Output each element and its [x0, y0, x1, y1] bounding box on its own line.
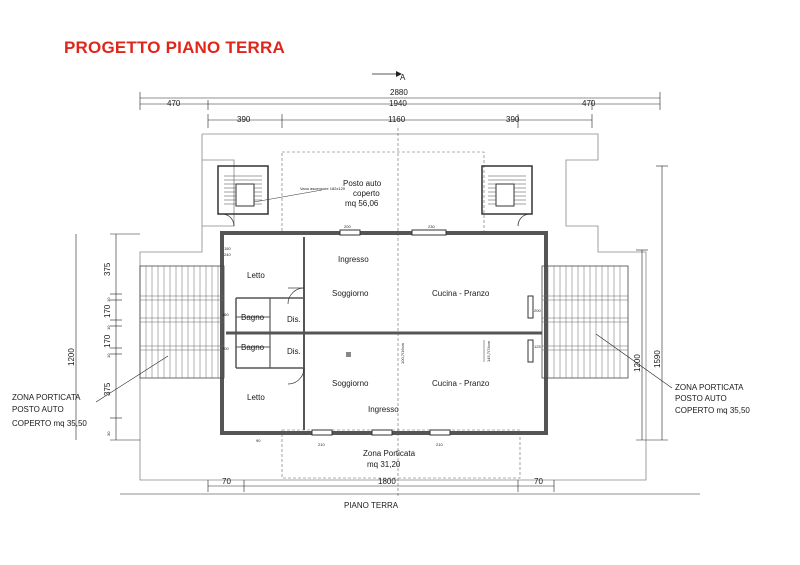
room-dis-top: Dis.: [287, 315, 301, 324]
dim-left-total: 1200: [67, 348, 76, 366]
right-dimension-chain: [636, 165, 668, 441]
sd-200-r: 200: [534, 308, 541, 313]
sd-200: 200: [344, 224, 351, 229]
room-cucina-bottom: Cucina - Pranzo: [432, 379, 490, 388]
dim-inner-left: 390: [237, 115, 251, 124]
dim-left-375-top: 375: [103, 262, 112, 276]
left-dimension-chain: [75, 233, 140, 441]
dim-left-10-a: 10: [106, 297, 111, 302]
sd-240: 240: [224, 252, 231, 257]
sd-160: 160: [222, 312, 229, 317]
room-letto-bottom: Letto: [247, 393, 265, 402]
zona-right-line2: POSTO AUTO: [675, 394, 727, 403]
zona-left-line2: POSTO AUTO: [12, 405, 64, 414]
sd-210: 210: [318, 442, 325, 447]
posto-auto-label: Posto auto: [343, 179, 382, 188]
room-soggiorno-top: Soggiorno: [332, 289, 369, 298]
zona-bottom-line1: Zona Porticata: [363, 449, 416, 458]
dim-total-top: 2880: [390, 88, 408, 97]
dim-inner-right: 390: [506, 115, 520, 124]
zona-left-line1: ZONA PORTICATA: [12, 393, 81, 402]
staircase-left: [217, 165, 269, 227]
room-ingresso-top: Ingresso: [338, 255, 369, 264]
floor-label: PIANO TERRA: [344, 501, 399, 510]
building-walls: [220, 231, 548, 435]
zona-left-line3: COPERTO mq 35,50: [12, 419, 87, 428]
leader-left: [95, 355, 169, 403]
room-dis-bottom: Dis.: [287, 347, 301, 356]
column-marker: [346, 352, 351, 357]
room-bagno-bottom: Bagno: [241, 343, 265, 352]
dim-left-10-b: 10: [106, 325, 111, 330]
room-ingresso-bottom: Ingresso: [368, 405, 399, 414]
room-bagno-top: Bagno: [241, 313, 265, 322]
dim-bottom-left: 70: [222, 477, 231, 486]
dim-bottom-right: 70: [534, 477, 543, 486]
sd-90: 90: [256, 438, 261, 443]
dim-top-right: 470: [582, 99, 596, 108]
dim-left-10-c: 10: [106, 353, 111, 358]
small-dimensions: 150 240 160 100 200 230 200 125 90 210 2…: [222, 224, 541, 447]
height-note-2: 145,7/74cm: [486, 340, 491, 362]
dim-left-170-a: 170: [103, 304, 112, 318]
door-swings: [287, 287, 305, 385]
room-letto-top: Letto: [247, 271, 265, 280]
dim-left-30: 30: [106, 431, 111, 436]
posto-auto-area: mq 56,06: [345, 199, 379, 208]
section-marker-label: A: [400, 73, 406, 82]
porticato-left: [139, 265, 225, 379]
bottom-dimensions: [120, 480, 700, 495]
sd-140-r: 125: [534, 344, 541, 349]
dim-left-375-bottom: 375: [103, 382, 112, 396]
dim-inner-mid: 1160: [388, 115, 406, 124]
porticato-right: [541, 265, 629, 379]
dim-right-1200: 1200: [633, 354, 642, 372]
site-boundary: [139, 133, 647, 481]
sd-210-b: 210: [436, 442, 443, 447]
zona-right-line3: COPERTO mq 35,50: [675, 406, 750, 415]
posto-auto-label-2: coperto: [353, 189, 380, 198]
sd-100: 100: [222, 346, 229, 351]
room-cucina-top: Cucina - Pranzo: [432, 289, 490, 298]
section-marker: A: [372, 71, 406, 82]
sd-230: 230: [428, 224, 435, 229]
room-soggiorno-bottom: Soggiorno: [332, 379, 369, 388]
elevator-leader: [253, 189, 323, 203]
dim-top-left: 470: [167, 99, 181, 108]
zona-bottom-line2: mq 31,20: [367, 460, 401, 469]
zona-right-line1: ZONA PORTICATA: [675, 383, 744, 392]
windows: [311, 229, 534, 436]
sd-150: 150: [224, 246, 231, 251]
dim-bottom-mid: 1800: [378, 477, 396, 486]
leader-right: [595, 333, 673, 389]
dim-right-1590: 1590: [653, 350, 662, 368]
page-title: PROGETTO PIANO TERRA: [64, 38, 285, 57]
top-dimensions: [139, 92, 661, 128]
elevator-note: Vano ascensore 182x120: [300, 186, 346, 191]
dim-top-mid: 1940: [389, 99, 407, 108]
dim-left-170-b: 170: [103, 334, 112, 348]
height-note-1: 100,7/16cm: [400, 342, 405, 364]
staircase-right: [481, 165, 533, 227]
